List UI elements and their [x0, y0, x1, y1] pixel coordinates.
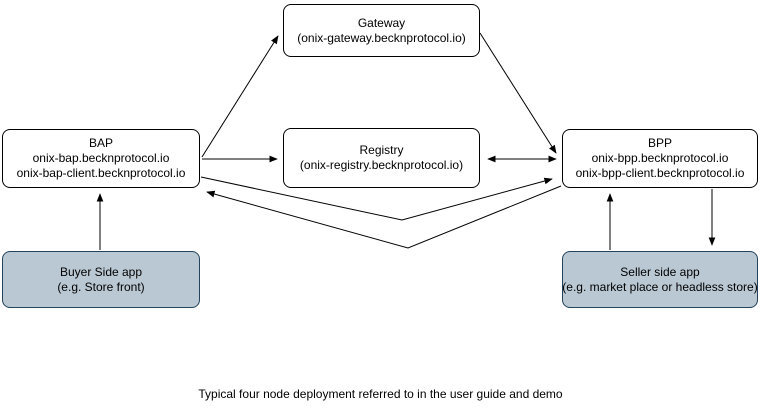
gateway-subtitle: (onix-gateway.becknprotocol.io) — [297, 30, 466, 45]
diagram-caption: Typical four node deployment referred to… — [198, 387, 563, 401]
registry-title: Registry — [359, 143, 404, 157]
edge-bap-to-bpp — [200, 176, 553, 221]
gateway-title: Gateway — [357, 15, 406, 30]
node-bpp: BPP onix-bpp.becknprotocol.io onix-bpp-c… — [562, 129, 758, 188]
node-registry: Registry (onix-registry.becknprotocol.io… — [283, 128, 480, 188]
bap-domain: onix-bap.becknprotocol.io — [32, 151, 170, 165]
edge-bpp-to-bap — [206, 185, 562, 249]
seller-app-title: Seller side app — [620, 264, 700, 279]
edge-gateway-to-bpp — [479, 32, 557, 154]
node-bap: BAP onix-bap.becknprotocol.io onix-bap-c… — [2, 129, 200, 188]
edge-bap-to-gateway — [201, 35, 279, 158]
node-buyer-side-app: Buyer Side app (e.g. Store front) — [2, 251, 200, 308]
bpp-title: BPP — [647, 136, 672, 150]
registry-subtitle: (onix-registry.becknprotocol.io) — [299, 158, 464, 172]
bpp-client-domain: onix-bpp-client.becknprotocol.io — [575, 166, 745, 180]
bpp-domain: onix-bpp.becknprotocol.io — [591, 151, 729, 165]
node-seller-side-app: Seller side app (e.g. market place or he… — [562, 251, 758, 308]
buyer-app-title: Buyer Side app — [59, 264, 143, 279]
buyer-app-subtitle: (e.g. Store front) — [57, 279, 145, 294]
bap-client-domain: onix-bap-client.becknprotocol.io — [16, 166, 186, 180]
bap-title: BAP — [88, 136, 113, 150]
seller-app-subtitle: (e.g. market place or headless store) — [562, 279, 758, 294]
node-gateway: Gateway (onix-gateway.becknprotocol.io) — [283, 4, 480, 57]
